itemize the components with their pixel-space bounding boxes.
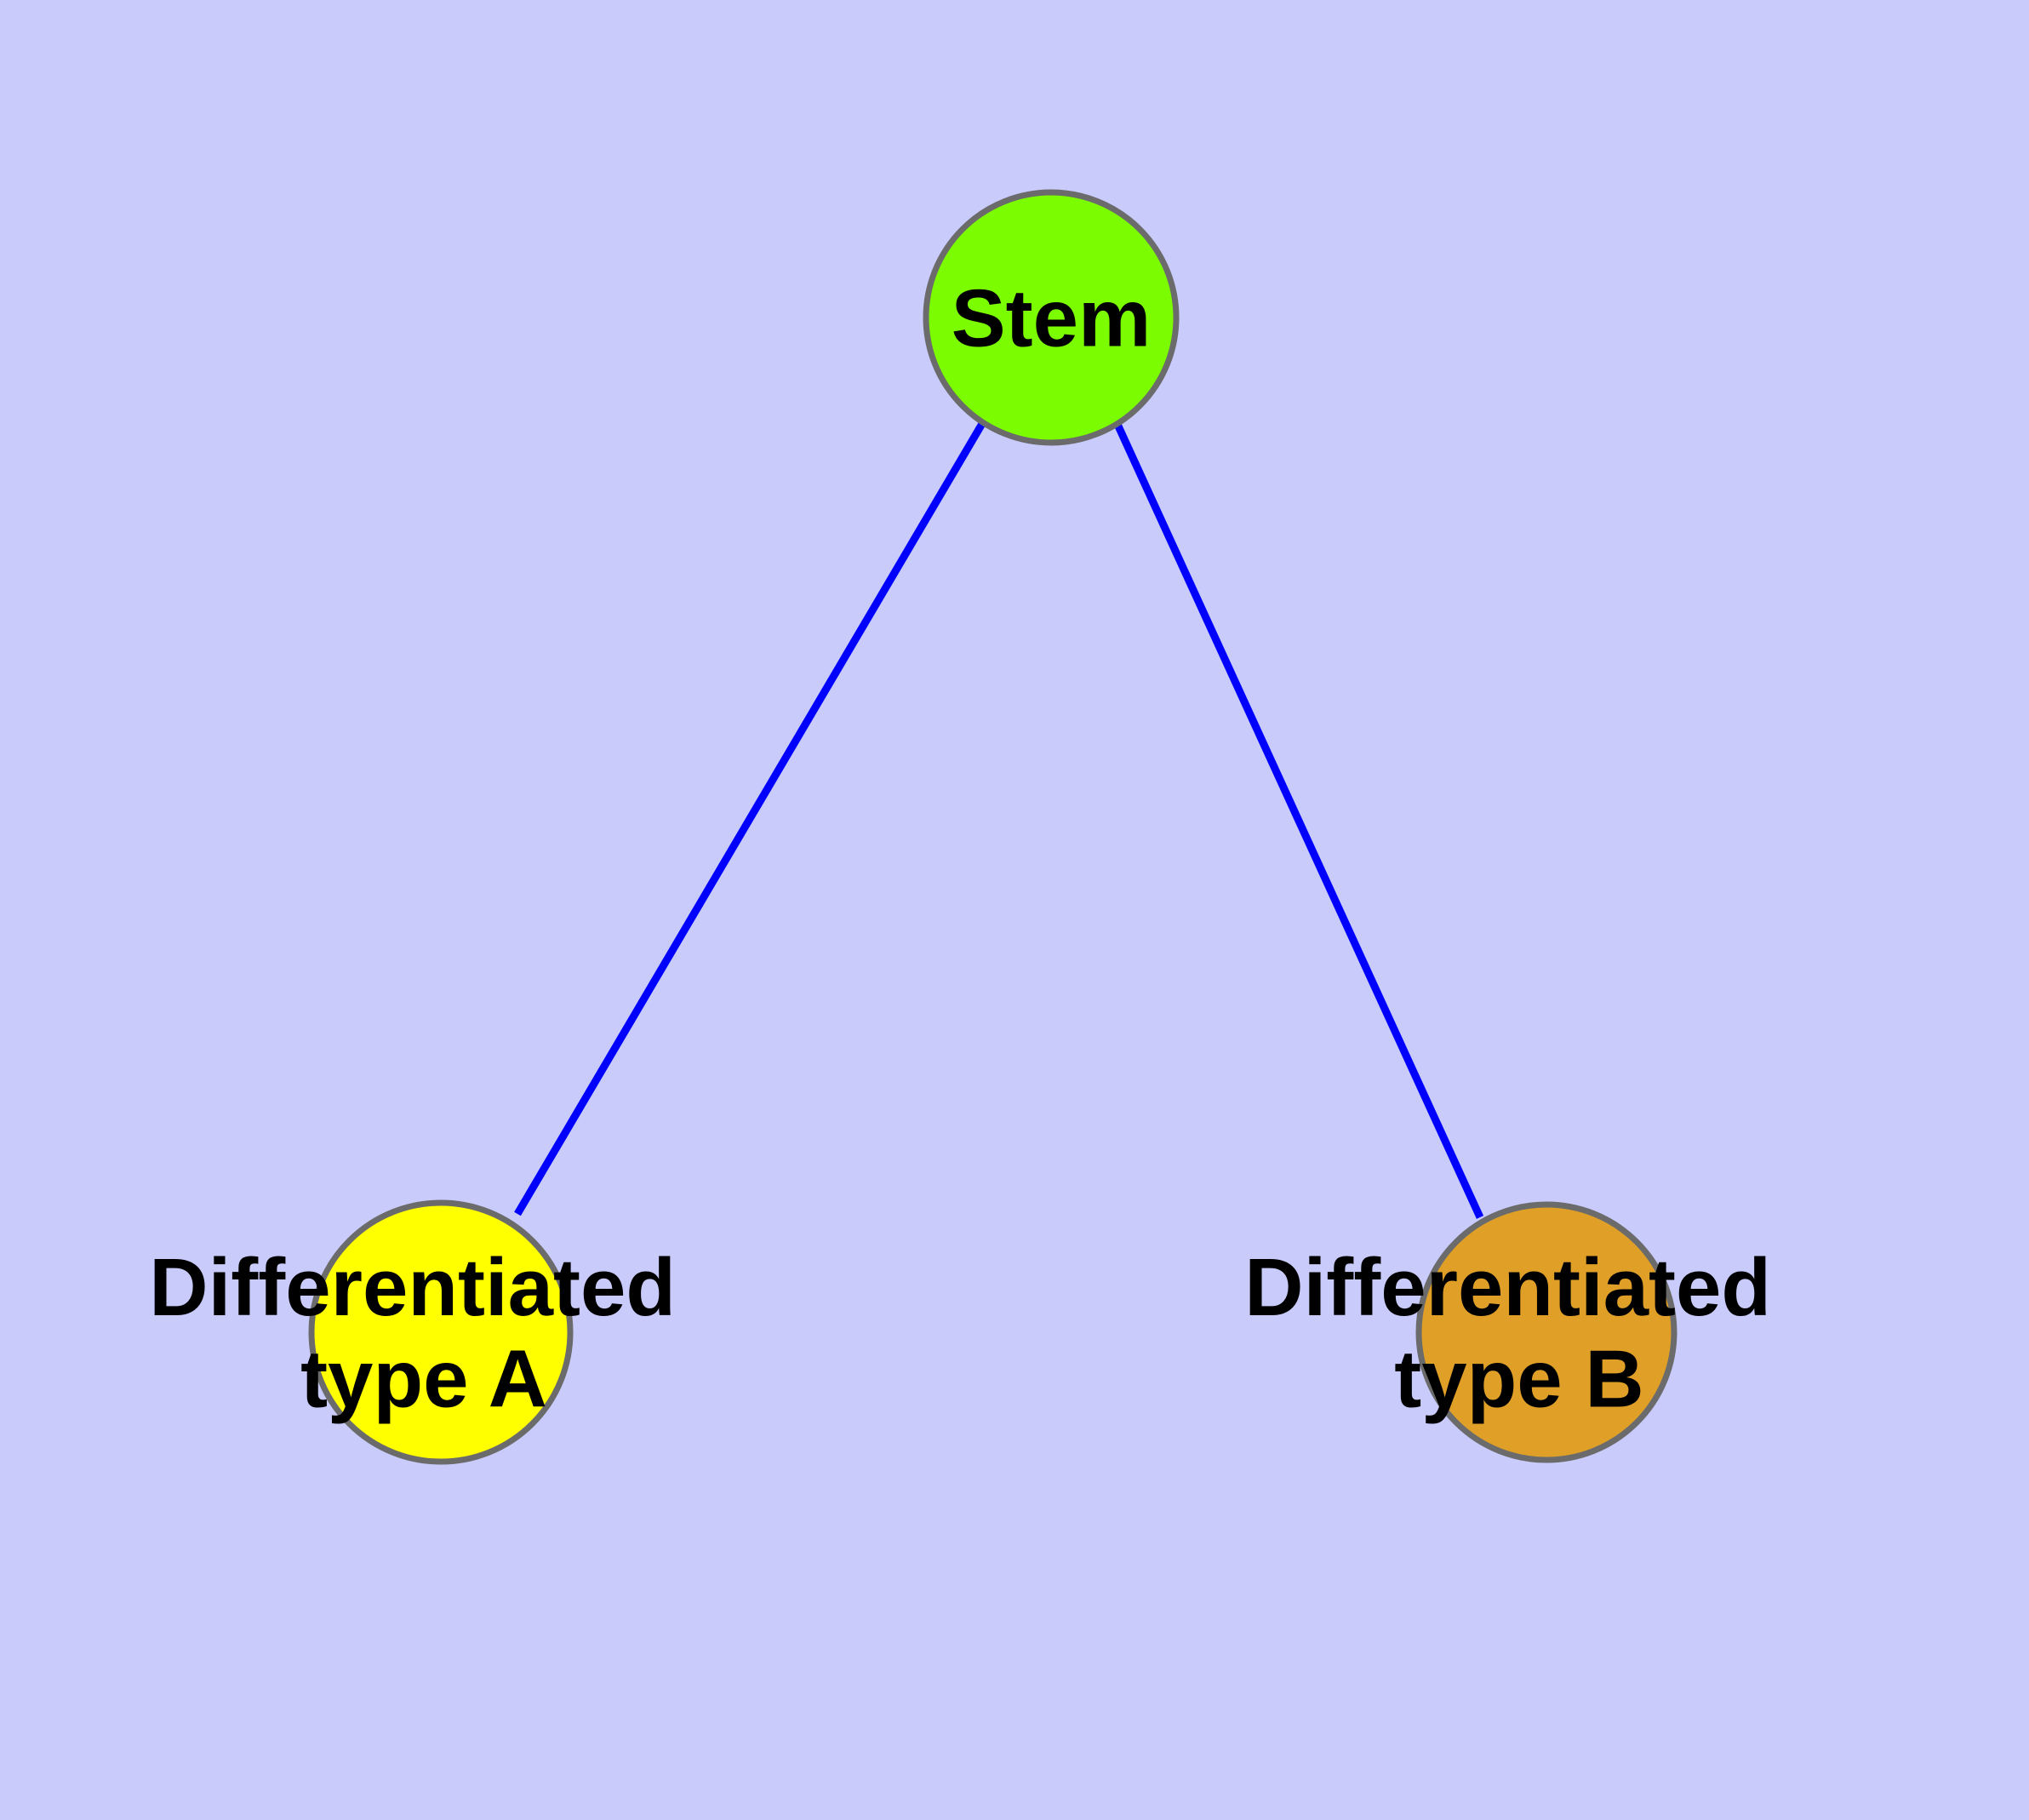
node-diff-b[interactable] <box>1415 1201 1677 1463</box>
node-diff-b-label-line-2: type B <box>1394 1333 1643 1424</box>
node-diff-a-label-line-1: Differentiated <box>149 1242 676 1333</box>
edges-layer <box>514 419 1484 1219</box>
edge-stem-to-diff-b[interactable] <box>1112 419 1484 1219</box>
node-diff-a-label: Differentiated type A <box>149 1242 698 1425</box>
labels-layer: Stem Differentiated type A Differentiate… <box>149 273 1793 1425</box>
edge-stem-to-diff-a[interactable] <box>514 420 986 1216</box>
node-stem-label: Stem <box>952 273 1152 364</box>
node-diff-a-label-line-2: type A <box>300 1333 547 1424</box>
nodes-layer <box>308 189 1677 1465</box>
node-diff-b-label-line-1: Differentiated <box>1244 1242 1771 1333</box>
node-diff-a-circle[interactable] <box>308 1199 574 1465</box>
node-stem-circle[interactable] <box>923 189 1180 446</box>
node-diff-b-circle[interactable] <box>1415 1201 1677 1463</box>
node-stem[interactable] <box>923 189 1180 446</box>
node-diff-b-label: Differentiated type B <box>1244 1242 1793 1425</box>
node-diff-a[interactable] <box>308 1199 574 1465</box>
node-stem-label-line-1: Stem <box>952 273 1152 364</box>
